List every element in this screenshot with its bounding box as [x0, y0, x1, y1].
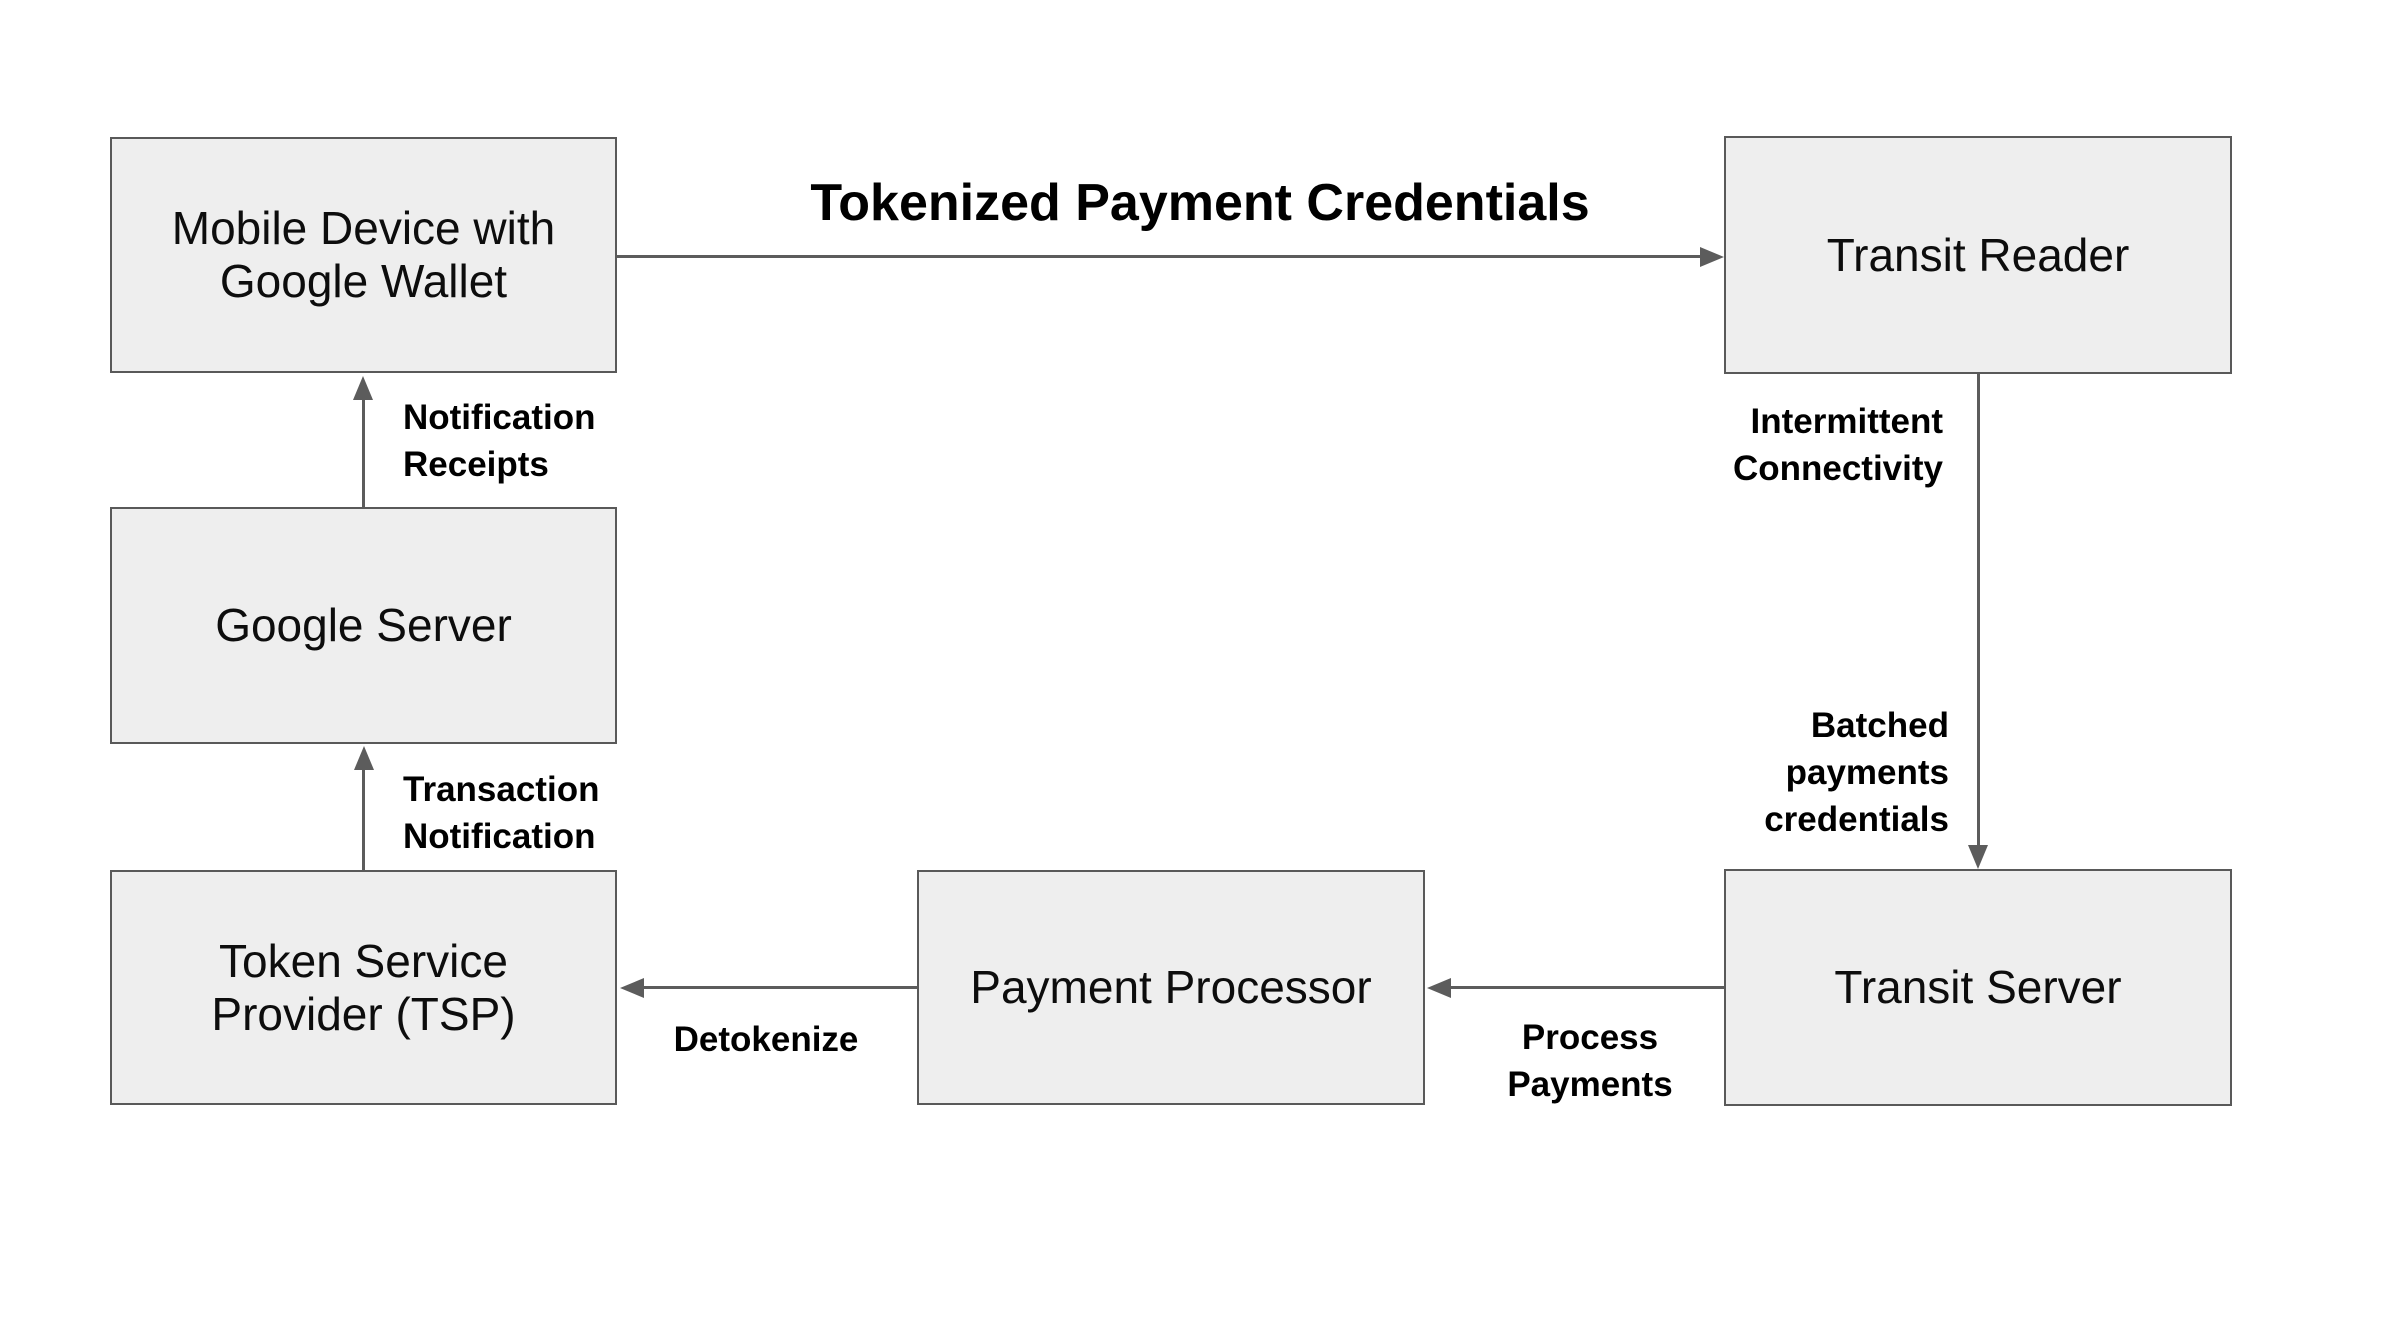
node-payment-processor-label: Payment Processor	[970, 961, 1371, 1014]
node-label-line: Transit Reader	[1826, 228, 2130, 281]
edge-label-line: Connectivity	[1732, 449, 1943, 488]
edge-label-line: Payments	[1507, 1065, 1673, 1104]
node-label-line: Provider (TSP)	[211, 987, 516, 1040]
edge-tokenized-arrowhead-icon	[1700, 246, 1724, 267]
node-transit-reader: Transit Reader	[1724, 136, 2232, 374]
edge-label-line: Tokenized Payment Credentials	[810, 174, 1590, 232]
edge-intermittent-connectivity-label: Intermittent Connectivity	[1443, 398, 1943, 492]
node-tsp-label: Token Service Provider (TSP)	[211, 935, 515, 1041]
edge-transaction-notification-arrowhead-icon	[353, 746, 374, 770]
edge-label-line: Transaction	[403, 770, 600, 809]
edge-notification-receipts-arrowhead-icon	[353, 376, 373, 400]
node-label-line: Payment Processor	[970, 961, 1372, 1013]
edge-batched-payments-credentials-label: Batched payments credentials	[1449, 702, 1949, 843]
edge-label-line: credentials	[1764, 800, 1949, 839]
node-payment-processor: Payment Processor	[917, 870, 1425, 1105]
node-label-line: Token Service	[219, 934, 508, 987]
node-label-line: Google Server	[215, 599, 512, 651]
edge-label-line: Detokenize	[673, 1020, 859, 1059]
edge-label-line: Notification	[403, 398, 596, 437]
edge-label-line: Notification	[403, 817, 596, 856]
node-tsp: Token Service Provider (TSP)	[110, 870, 617, 1105]
node-transit-reader-label: Transit Reader	[1827, 229, 2130, 282]
node-mobile-device: Mobile Device with Google Wallet	[110, 137, 617, 373]
edge-reader-to-server-arrowhead-icon	[1968, 845, 1988, 869]
edge-process-payments-label: Process Payments	[1390, 1014, 1790, 1108]
edge-label-line: Intermittent	[1750, 402, 1944, 441]
edge-label-line: Batched	[1810, 706, 1949, 745]
edge-label-line: payments	[1785, 753, 1949, 792]
node-label-line: Google Wallet	[219, 255, 508, 307]
edge-notification-receipts-line	[361, 396, 365, 507]
edge-process-payments-arrowhead-icon	[1427, 977, 1451, 998]
edge-detokenize-label: Detokenize	[566, 1016, 966, 1063]
edge-process-payments-line	[1450, 986, 1724, 989]
edge-reader-to-server-line	[1976, 374, 1980, 847]
edge-detokenize-arrowhead-icon	[620, 977, 644, 998]
edge-detokenize-line	[643, 986, 917, 989]
node-google-server-label: Google Server	[215, 599, 512, 652]
edge-label-line: Process	[1521, 1018, 1659, 1057]
edge-tokenized-label: Tokenized Payment Credentials	[650, 177, 1750, 229]
node-transit-server-label: Transit Server	[1834, 961, 2121, 1014]
node-label-line: Transit Server	[1834, 961, 2122, 1013]
edge-label-line: Receipts	[403, 445, 549, 484]
node-mobile-device-label: Mobile Device with Google Wallet	[172, 202, 555, 308]
edge-transaction-notification-line	[362, 766, 365, 870]
edge-transaction-notification-label: Transaction Notification	[403, 766, 903, 860]
node-transit-server: Transit Server	[1724, 869, 2232, 1106]
edge-notification-receipts-label: Notification Receipts	[403, 394, 903, 488]
edge-tokenized-line	[617, 255, 1702, 258]
node-label-line: Mobile Device with	[171, 202, 556, 254]
node-google-server: Google Server	[110, 507, 617, 744]
